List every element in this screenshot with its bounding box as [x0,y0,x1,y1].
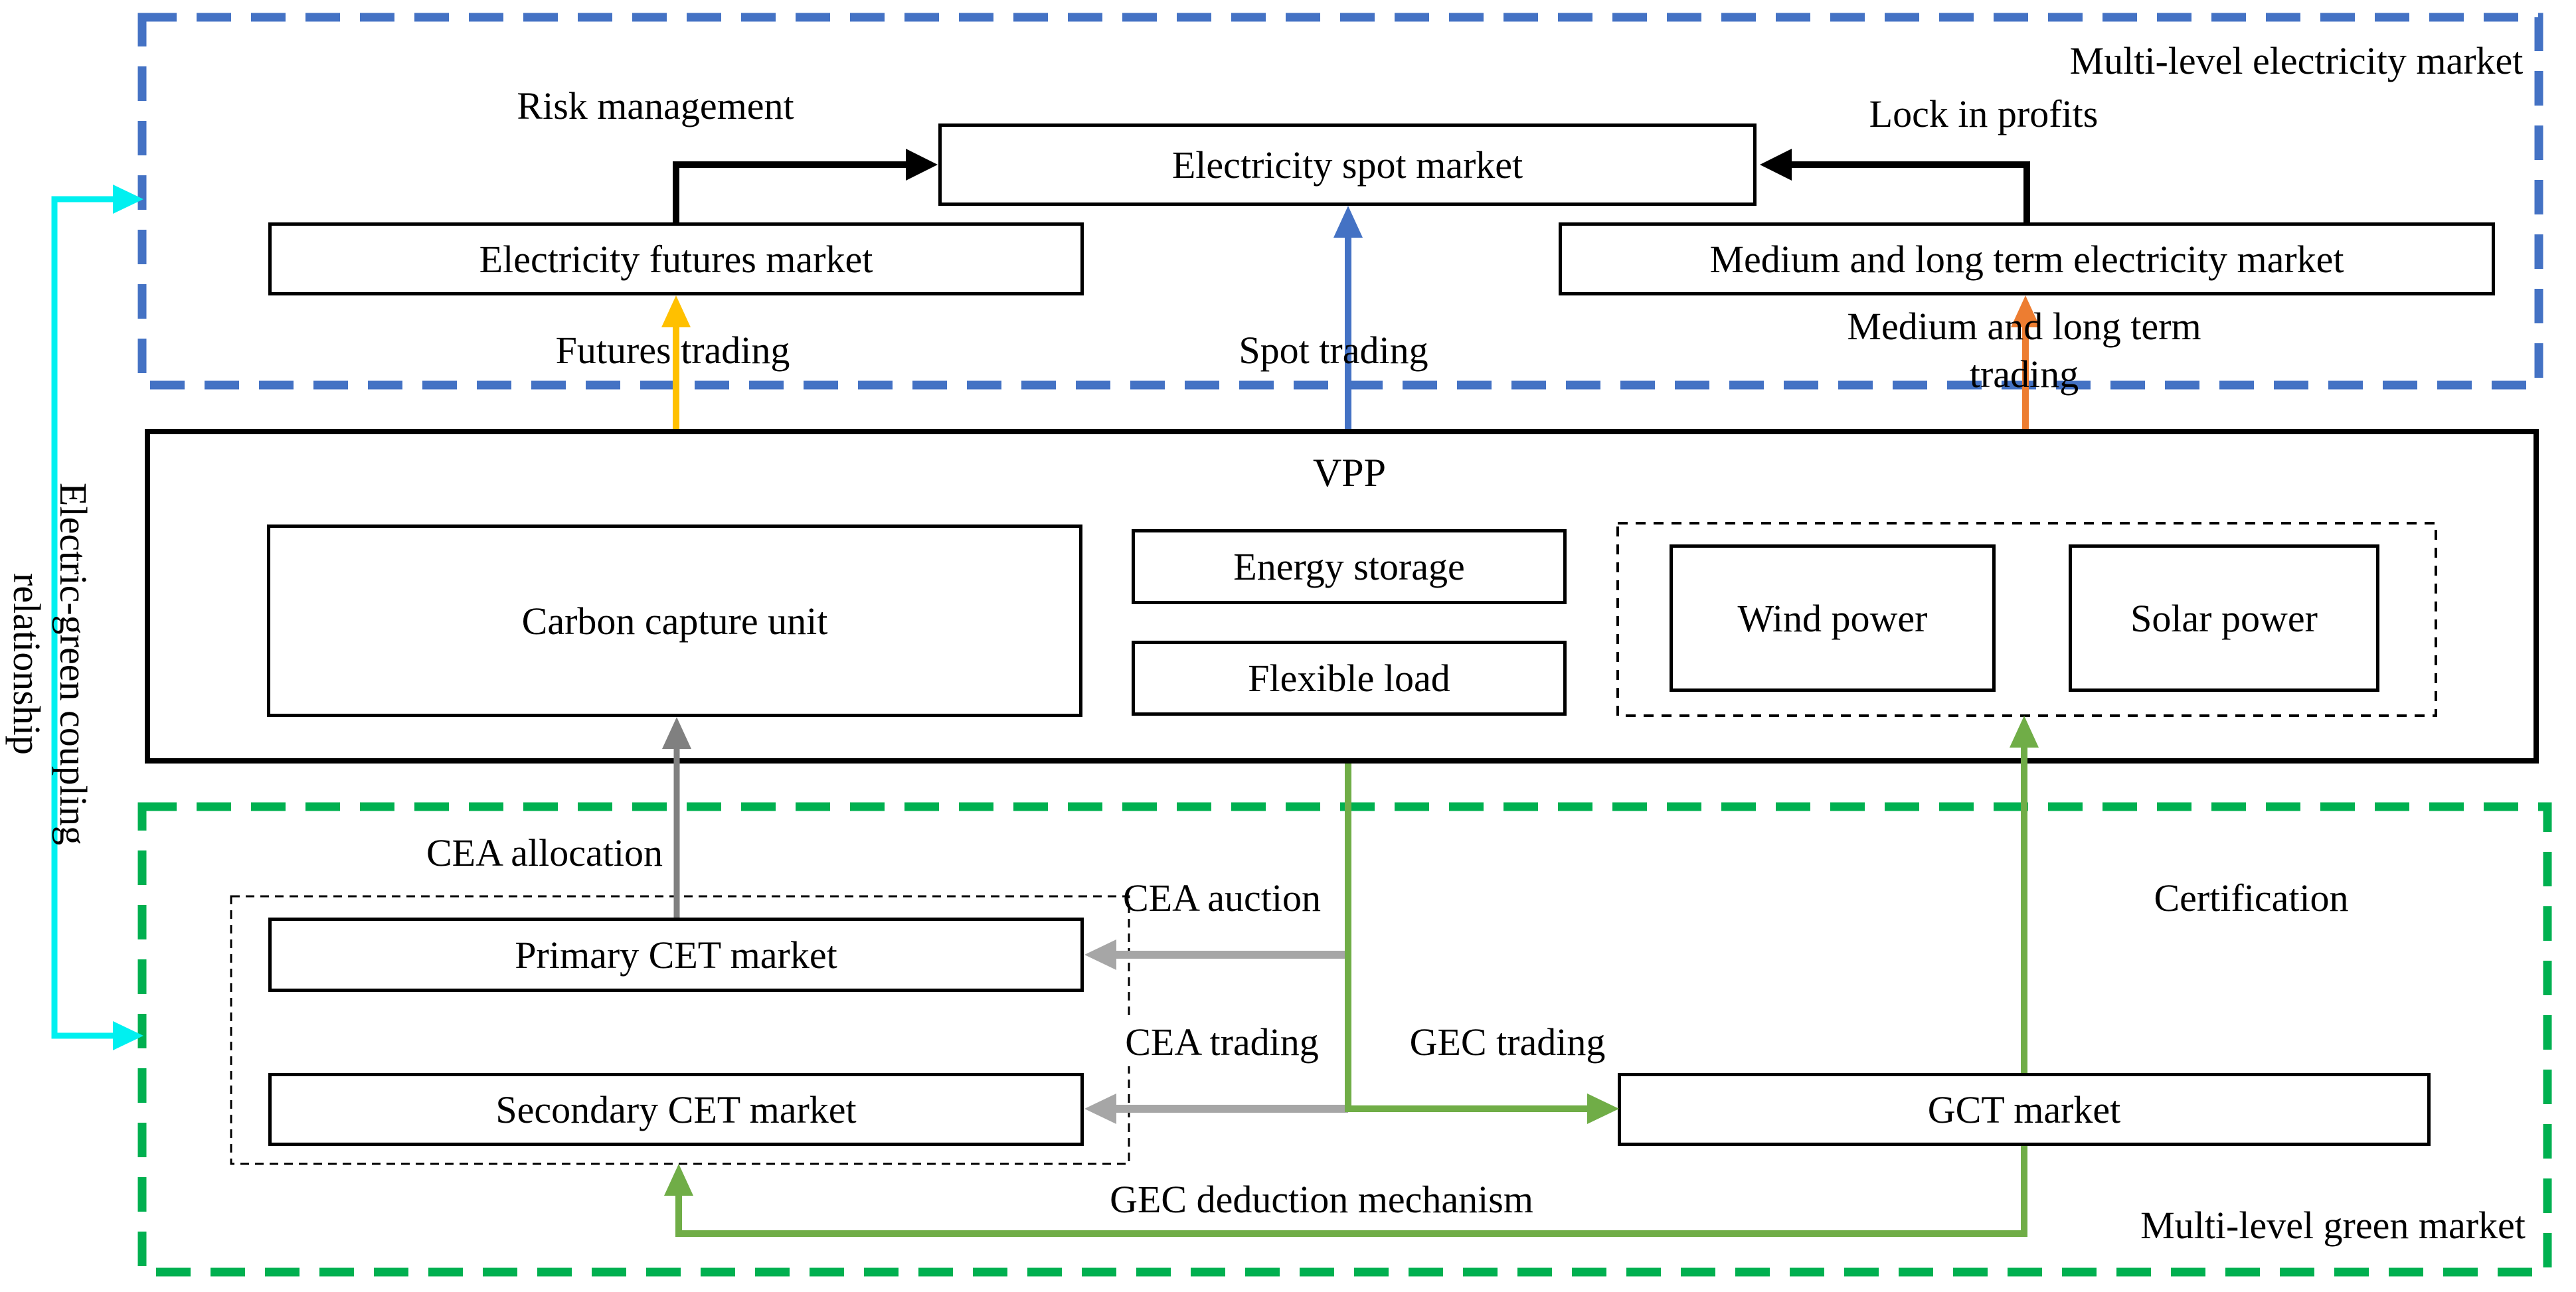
electricity-spot-market-box: Electricity spot market [938,123,1757,206]
secondary-cet-market-box: Secondary CET market [268,1073,1084,1146]
cea-auction-arrow [1084,939,1348,970]
electricity-futures-market-label: Electricity futures market [479,237,873,281]
gec-deduction-arrow [664,1146,2027,1237]
medium-long-term-market-label: Medium and long term electricity market [1709,237,2344,281]
carbon-capture-unit-label: Carbon capture unit [521,599,828,643]
certification-arrow [2010,716,2039,1073]
solar-power-label: Solar power [2130,596,2318,640]
futures-trading-arrow [661,295,691,429]
electricity-market-boundary [137,13,2543,390]
flexible-load-box: Flexible load [1132,641,1567,716]
energy-storage-label: Energy storage [1233,545,1465,588]
electricity-market-title: Multi-level electricity market [2069,39,2524,82]
gec-trading-label: GEC trading [1409,1020,1606,1064]
gct-market-label: GCT market [1927,1088,2121,1131]
renewables-group-boundary [1616,522,2437,717]
spot-trading-arrow [1333,206,1363,429]
gct-market-box: GCT market [1618,1073,2431,1146]
cea-trading-arrow [1084,1093,1348,1124]
medium-long-term-market-box: Medium and long term electricity market [1559,222,2495,295]
lock-in-profits-label: Lock in profits [1869,92,2099,135]
gec-deduction-label: GEC deduction mechanism [1110,1178,1533,1221]
electricity-spot-market-label: Electricity spot market [1171,143,1523,187]
coupling-line2: relationship [5,573,48,755]
vpp-title: VPP [1312,451,1387,495]
mlt-trading-line1: Medium and long term [1847,305,2201,348]
gec-trading-arrow [1348,1093,1619,1124]
cet-group-boundary [230,895,1130,1165]
wind-power-label: Wind power [1737,596,1928,640]
cea-allocation-arrow [662,717,691,918]
futures-trading-label: Futures trading [555,329,790,372]
electricity-futures-market-box: Electricity futures market [268,222,1084,295]
risk-management-arrow [673,149,938,222]
risk-management-label: Risk management [517,84,794,127]
primary-cet-market-box: Primary CET market [268,918,1084,992]
secondary-cet-market-label: Secondary CET market [495,1088,857,1131]
coupling-relationship-label: Electric-green coupling relationship [3,483,96,845]
primary-cet-market-label: Primary CET market [515,933,837,977]
coupling-line1: Electric-green coupling [52,483,95,845]
vpp-container-box [145,429,2539,764]
carbon-capture-unit-box: Carbon capture unit [267,525,1082,717]
mlt-trading-line2: trading [1969,353,2079,396]
electric-green-coupling-arrow [51,185,143,1050]
energy-storage-box: Energy storage [1132,529,1567,604]
mlt-trading-arrow [2011,295,2040,429]
cea-allocation-label: CEA allocation [426,831,663,874]
lock-in-profits-arrow [1760,149,2030,222]
certification-label: Certification [2154,876,2349,920]
cea-trading-label: CEA trading [1120,1018,1324,1066]
green-market-title: Multi-level green market [2140,1204,2526,1247]
cea-auction-label: CEA auction [1122,876,1322,920]
wind-power-box: Wind power [1670,544,1996,692]
spot-trading-label: Spot trading [1239,329,1428,372]
flexible-load-label: Flexible load [1248,657,1450,700]
mlt-trading-label: Medium and long term trading [1847,303,2201,398]
solar-power-box: Solar power [2069,544,2379,692]
